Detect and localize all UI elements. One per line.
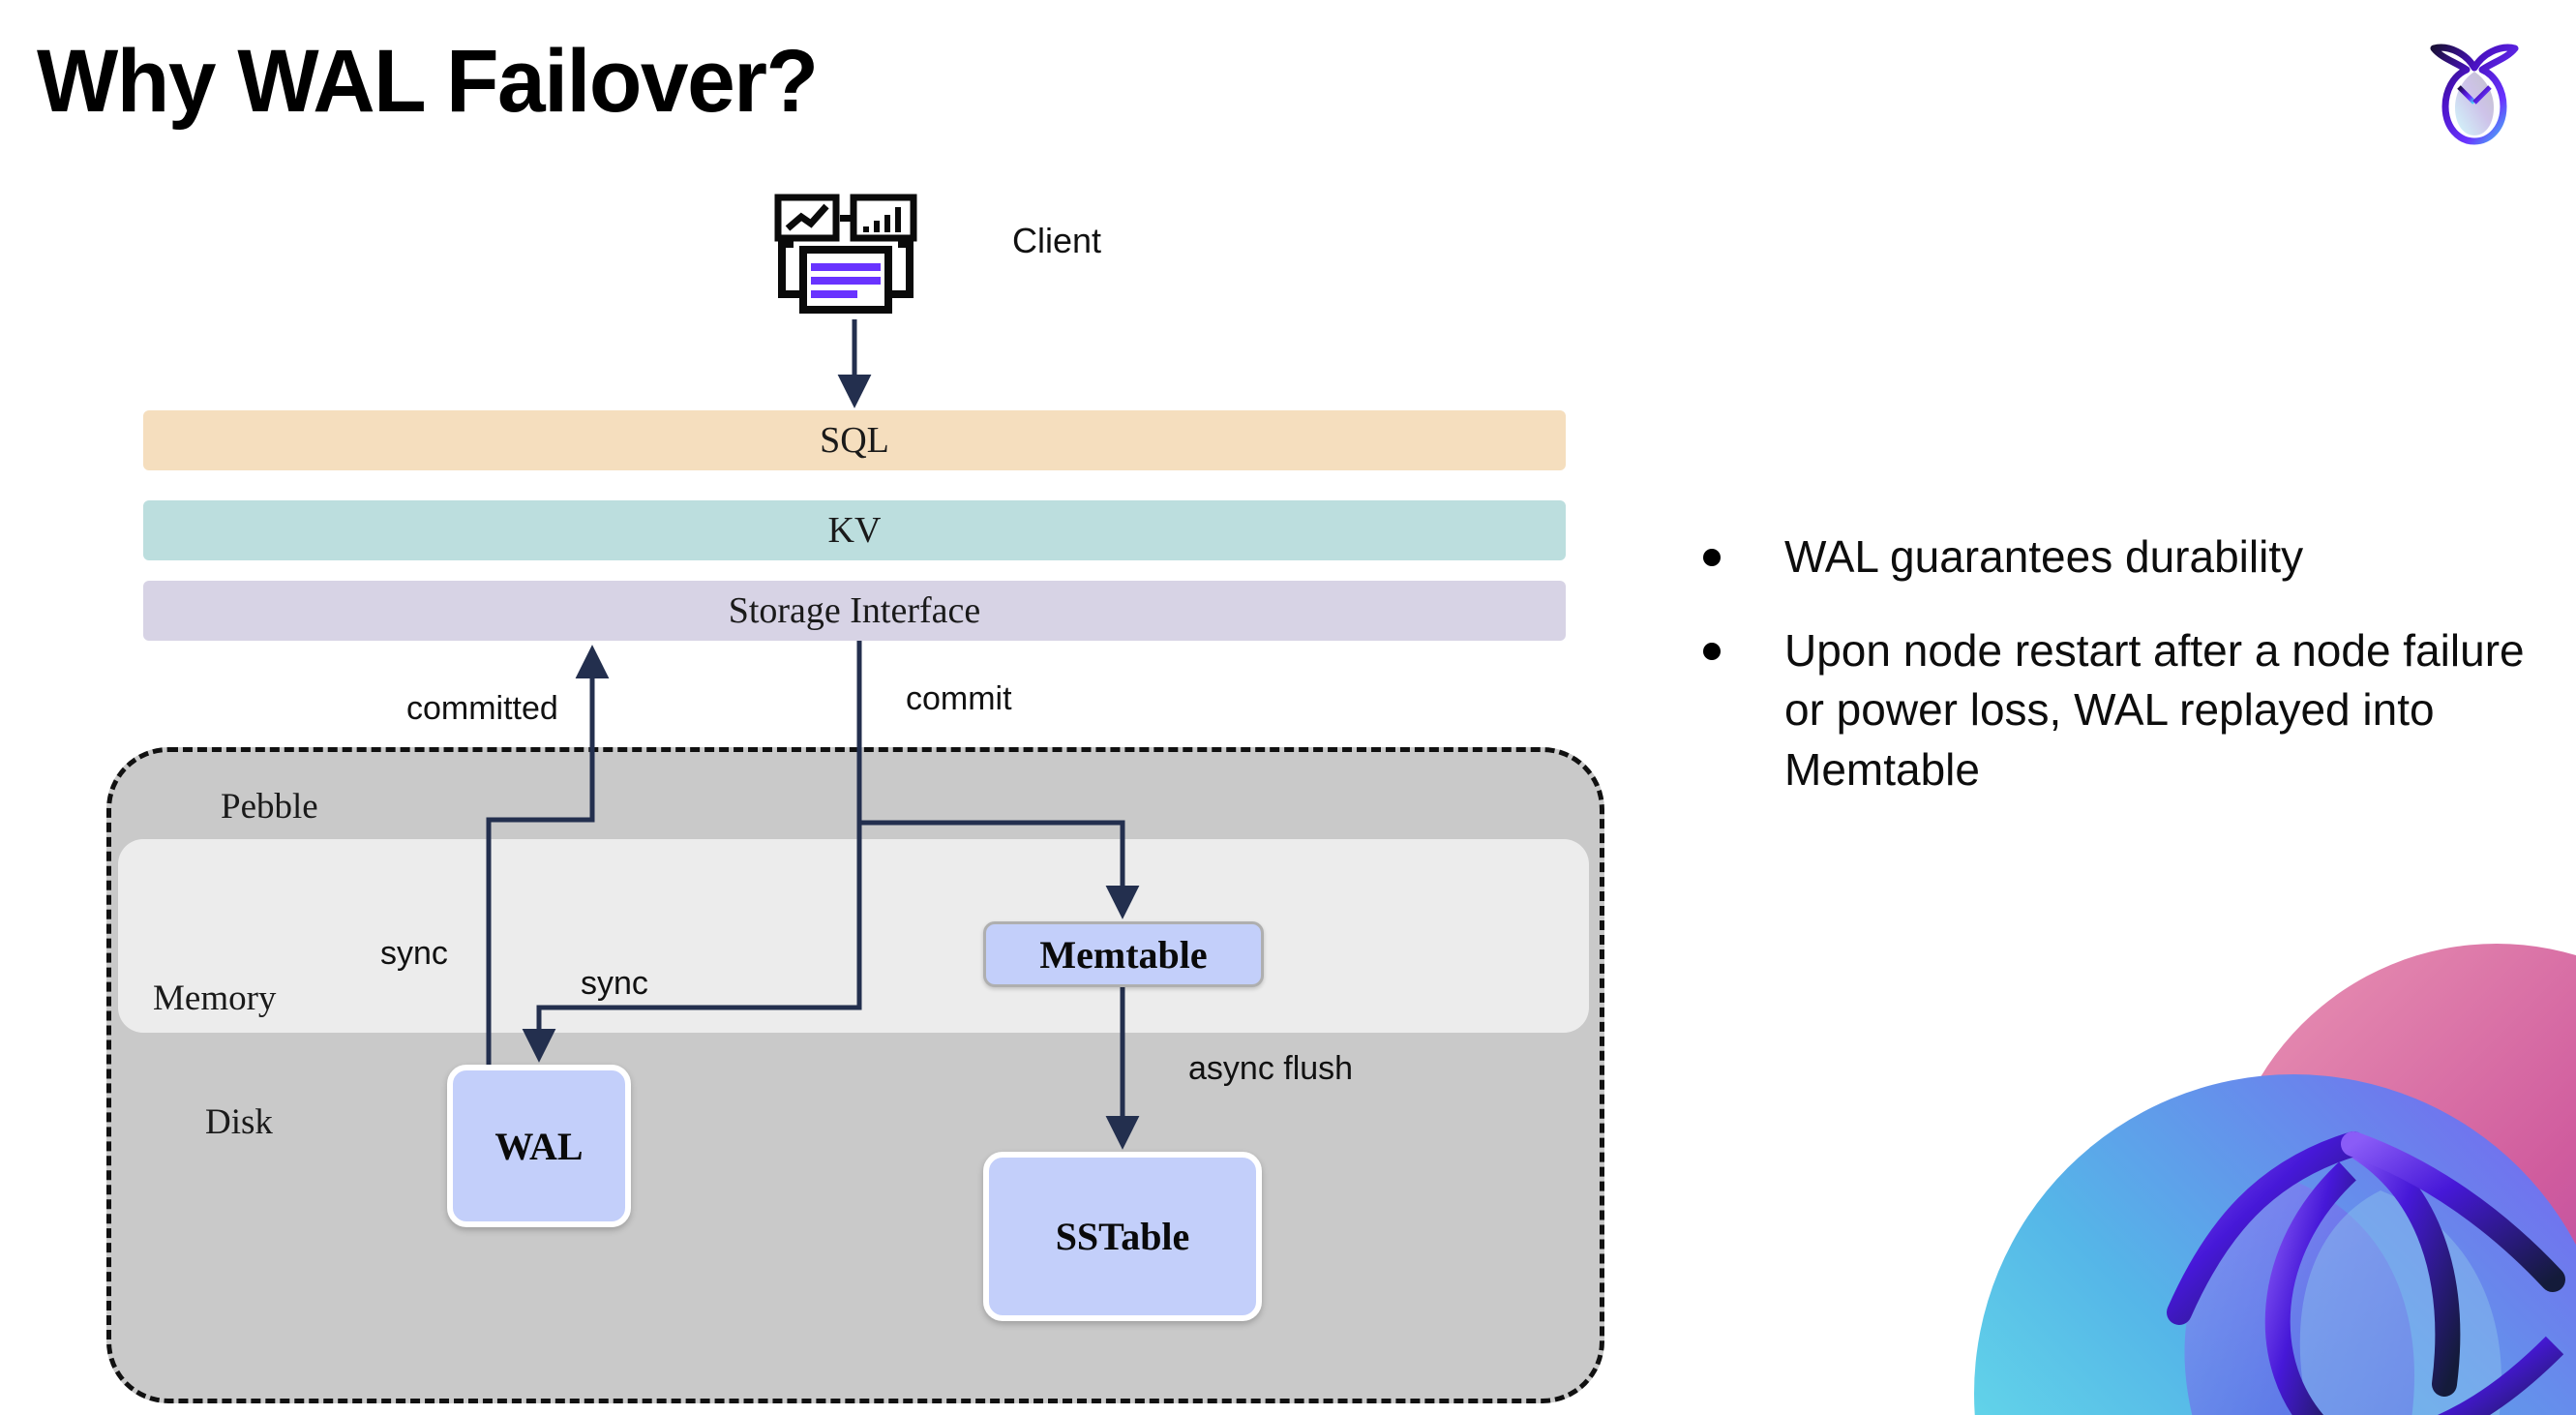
node-sstable: SSTable: [983, 1152, 1262, 1321]
edge-label-async-flush: async flush: [1188, 1050, 1354, 1087]
edge-label-committed: committed: [406, 690, 558, 727]
layer-bar-storage-interface: Storage Interface: [143, 581, 1566, 641]
bullet-list: WAL guarantees durability Upon node rest…: [1703, 527, 2535, 834]
bullet-dot-icon: [1703, 549, 1721, 566]
layer-label-sql: SQL: [820, 420, 889, 461]
list-item: WAL guarantees durability: [1703, 527, 2535, 587]
memory-panel: [118, 839, 1589, 1033]
page-title: Why WAL Failover?: [37, 32, 819, 131]
layer-label-storage-interface: Storage Interface: [728, 590, 981, 631]
pebble-label: Pebble: [221, 787, 318, 827]
edge-label-commit: commit: [906, 680, 1012, 717]
layer-bar-kv: KV: [143, 500, 1566, 560]
client-label: Client: [1012, 221, 1102, 260]
layer-label-kv: KV: [827, 510, 882, 551]
cockroach-logo-icon: [2430, 44, 2519, 145]
edge-label-sync-b: sync: [581, 965, 648, 1002]
node-label-sstable: SSTable: [1055, 1215, 1190, 1258]
node-label-wal: WAL: [494, 1124, 584, 1168]
bullet-text: WAL guarantees durability: [1784, 531, 2304, 582]
client-dashboard-icon: [774, 194, 917, 314]
node-wal: WAL: [447, 1065, 631, 1227]
bullet-dot-icon: [1703, 643, 1721, 661]
node-memtable: Memtable: [983, 921, 1264, 987]
cockroach-gradient-mark-icon: [1974, 944, 2576, 1415]
edge-label-sync-a: sync: [380, 935, 448, 972]
disk-label: Disk: [205, 1102, 273, 1142]
node-label-memtable: Memtable: [1039, 932, 1208, 977]
memory-label: Memory: [153, 978, 277, 1018]
bullet-text: Upon node restart after a node failure o…: [1784, 625, 2525, 795]
layer-bar-sql: SQL: [143, 410, 1566, 470]
list-item: Upon node restart after a node failure o…: [1703, 621, 2535, 799]
